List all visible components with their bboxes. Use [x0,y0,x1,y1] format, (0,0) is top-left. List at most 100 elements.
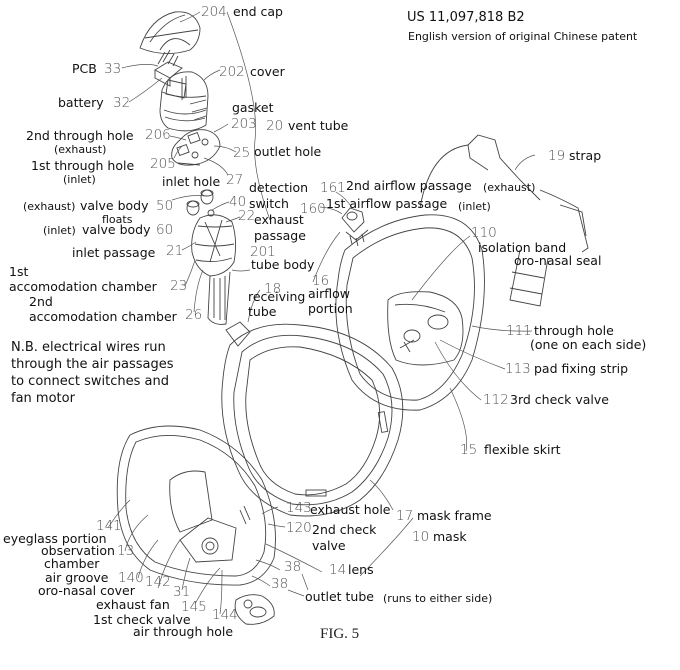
label-exhaust-valve-body: valve body [80,198,149,213]
callout-number-flexible-skirt: 15 [460,442,478,458]
callout-number-airflow-portion: 16 [312,273,330,289]
label-first-through-hole: 1st through hole [31,158,135,173]
label-second-airflow-passage: 2nd airflow passage [346,178,472,193]
callout-number-third-check-valve: 112 [483,392,509,408]
label-floats: floats [102,213,133,226]
callout-number-air-through-hole: 144 [212,607,238,623]
label-third-check-valve: 3rd check valve [510,392,609,407]
strap-part [419,134,589,307]
callout-number-second-check-valve: 120 [286,520,312,536]
wiring-note: N.B. electrical wires run through the ai… [11,340,174,406]
callout-number-mask-frame: 17 [396,508,414,524]
label-gasket: gasket [232,100,274,115]
label-observation-chamber-2: chamber [44,556,100,571]
label-mask-frame: mask frame [417,508,492,523]
callout-number-tube-body: 201 [250,244,276,260]
callout-number-inlet-hole: 27 [226,172,244,188]
label-exhaust-fan: exhaust fan [96,597,170,612]
label-tube-body: tube body [251,257,315,272]
callout-number-outlet-tube-b: 38 [271,576,289,592]
label-strap: strap [569,148,602,163]
callout-number-second-through-hole: 206 [145,127,171,143]
airflow-portion-part [341,207,369,247]
gasket-part [171,129,221,166]
label-vent-tube: vent tube [288,118,349,133]
label-detection-switch-2: switch [249,196,289,211]
leader-lines [107,11,536,615]
end-cap-part [139,11,201,54]
callout-number-inlet-passage: 21 [166,243,184,259]
label-first-check-valve: 1st check valve [93,612,191,627]
label-second-accommodation-chamber-2: accomodation chamber [29,309,177,324]
sublabel-first-through-hole: (inlet) [63,173,96,186]
vent-tube-part [191,214,237,325]
sublabel-through-hole: (one on each side) [530,337,647,352]
label-receiving-tube: receiving [248,289,306,304]
lens-part [116,425,276,586]
sublabel-second-airflow-passage: (exhaust) [483,181,536,194]
label-airflow-portion-2: portion [308,301,353,316]
label-mask: mask [433,529,467,544]
callout-number-second-airflow-passage: 161 [320,180,346,196]
label-first-accommodation-chamber: 1st [9,264,29,279]
callout-number-inlet-valve-body: 60 [156,222,174,238]
label-exhaust-passage: exhaust [254,212,304,227]
callout-number-pad-fixing-strip: 113 [505,361,531,377]
callout-number-outlet-hole: 25 [233,145,251,161]
label-end-cap: end cap [233,4,283,19]
callout-number-gasket: 203 [231,116,257,132]
callout-number-outlet-tube-a: 38 [284,559,302,575]
floats-part [186,189,215,217]
label-second-accommodation-chamber: 2nd [29,294,53,309]
cover-part [159,71,209,132]
label-through-hole: through hole [534,323,614,338]
label-outlet-tube: outlet tube [305,589,374,604]
label-inlet-hole: inlet hole [162,174,221,189]
label-detection-switch: detection [249,180,309,195]
mask-frame-part [221,321,404,517]
label-second-check-valve: 2nd check [312,522,377,537]
label-inlet-valve-body: valve body [82,222,151,237]
pcb-part [154,49,183,87]
label-lens: lens [348,562,374,577]
label-pad-fixing-strip: pad fixing strip [534,361,629,376]
label-air-groove: air groove [45,570,109,585]
label-cover: cover [250,64,285,79]
sublabel-first-airflow-passage: (inlet) [458,200,491,213]
callout-number-first-accommodation-chamber: 23 [170,278,188,294]
label-battery: battery [58,95,104,110]
label-first-accommodation-chamber-2: accomodation chamber [9,279,157,294]
callout-number-detection-switch: 40 [229,194,247,210]
callout-number-oro-nasal-cover: 142 [145,574,171,590]
callout-number-cover: 202 [219,64,245,80]
label-pcb: PCB [72,61,97,76]
label-exhaust-hole: exhaust hole [310,502,391,517]
label-airflow-portion: airflow [308,286,351,301]
label-flexible-skirt: flexible skirt [484,442,561,457]
sublabel-second-through-hole: (exhaust) [54,143,107,156]
label-first-airflow-passage: 1st airflow passage [326,196,448,211]
label-isolation-band: isolation band [478,240,567,255]
callout-number-receiving-tube: 18 [264,281,282,297]
callout-number-strap: 19 [548,148,566,164]
callout-number-first-through-hole: 205 [150,156,176,172]
label-second-through-hole: 2nd through hole [26,128,134,143]
prefix-exhaust-valve-body: (exhaust) [23,200,76,213]
label-eyeglass-portion: eyeglass portion [3,531,107,546]
callout-number-second-accommodation-chamber: 26 [185,307,203,323]
label-air-through-hole: air through hole [133,624,234,639]
callout-number-mask: 10 [412,529,430,545]
label-exhaust-passage-2: passage [254,228,306,243]
callout-number-isolation-band: 110 [471,225,497,241]
patent-subtitle: English version of original Chinese pate… [408,30,638,43]
prefix-inlet-valve-body: (inlet) [43,224,76,237]
label-outlet-hole: outlet hole [254,144,322,159]
patent-number: US 11,097,818 B2 [407,10,525,25]
figure-caption: FIG. 5 [320,626,360,642]
callout-number-exhaust-hole: 143 [286,500,312,516]
callout-number-through-hole: 111 [506,323,532,339]
callout-number-exhaust-valve-body: 50 [156,198,174,214]
callout-number-end-cap: 204 [201,4,227,20]
